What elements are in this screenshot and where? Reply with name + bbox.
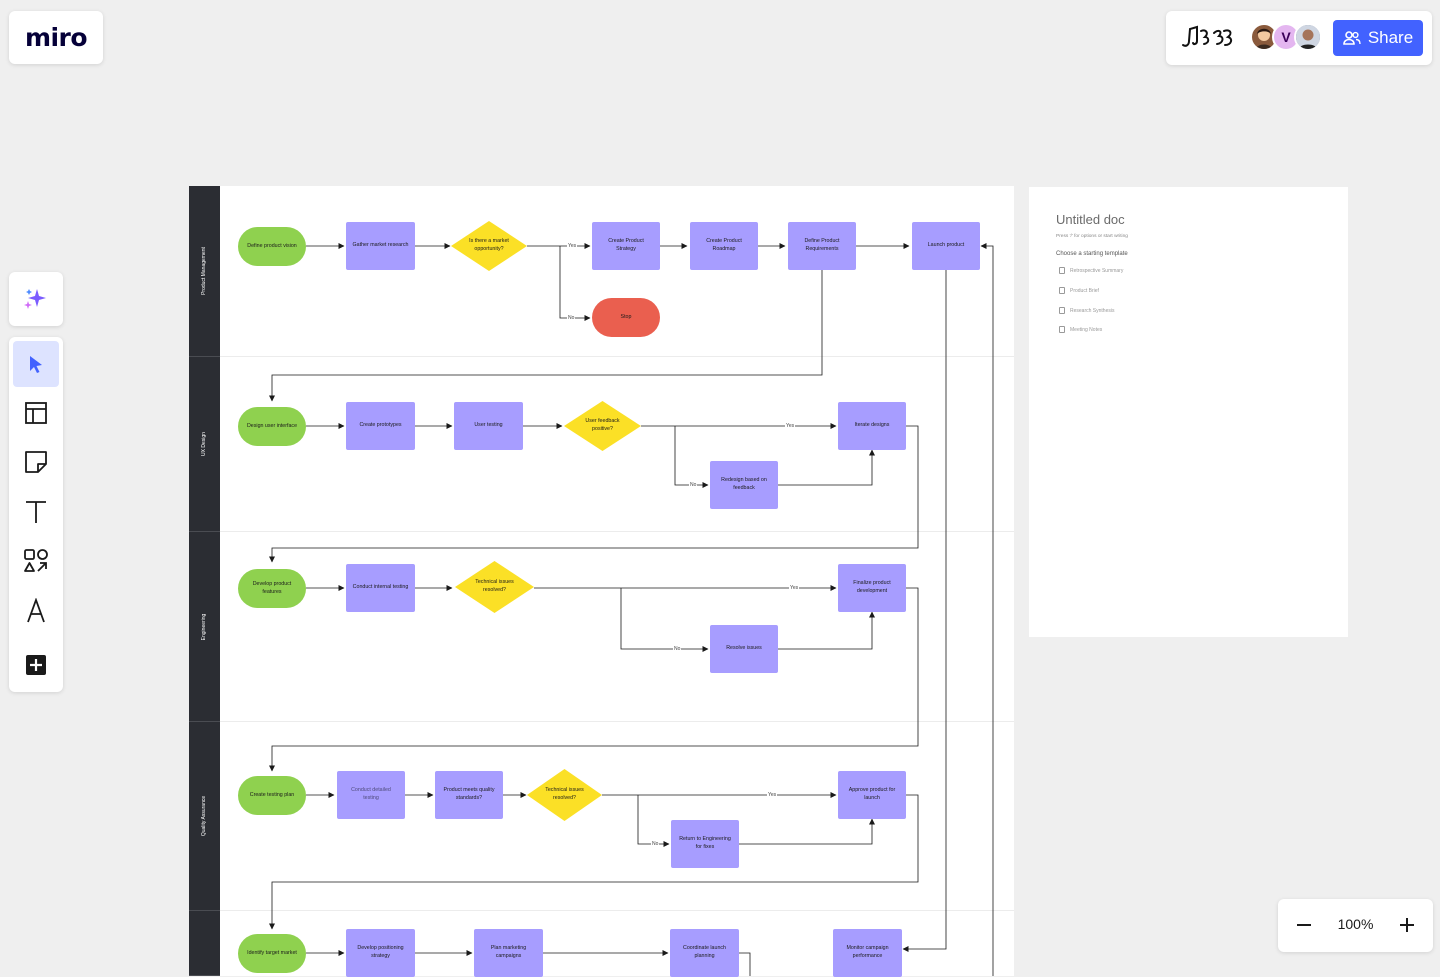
board-signature-icon[interactable]	[1180, 23, 1234, 51]
edge-label-no: No	[651, 841, 660, 847]
plus-icon	[1400, 918, 1414, 932]
shapes-tool[interactable]	[13, 538, 59, 584]
node-develop-product-features[interactable]: Develop product features	[238, 569, 306, 608]
decision-technical-issues-resolved-engineering[interactable]: Technical issues resolved?	[455, 561, 534, 613]
node-develop-positioning-strategy[interactable]: Develop positioning strategy	[346, 929, 415, 977]
node-conduct-internal-testing[interactable]: Conduct internal testing	[346, 564, 415, 612]
edge-label-no: No	[673, 646, 682, 652]
template-option-research-synthesis[interactable]: Research Synthesis	[1059, 307, 1114, 314]
plus-icon	[26, 655, 46, 675]
node-user-testing[interactable]: User testing	[454, 402, 523, 450]
node-coordinate-launch-planning[interactable]: Coordinate launch planning	[670, 929, 739, 977]
lane-header-ux-design: UX Design	[189, 357, 220, 532]
edge-label-yes: Yes	[767, 792, 778, 798]
sticky-note-tool[interactable]	[13, 439, 59, 485]
avatar[interactable]	[1294, 23, 1322, 51]
node-redesign-based-on-feedback[interactable]: Redesign based on feedback	[710, 461, 778, 509]
lane-header-quality-assurance: Quality Assurance	[189, 722, 220, 911]
shapes-icon	[24, 549, 48, 572]
template-option-meeting-notes[interactable]: Meeting Notes	[1059, 326, 1102, 333]
miro-logo: miro	[24, 23, 88, 52]
node-finalize-product-development[interactable]: Finalize product development	[838, 564, 906, 612]
ai-assist-button[interactable]	[9, 272, 63, 326]
node-design-user-interface[interactable]: Design user interface	[238, 407, 306, 446]
node-identify-target-market[interactable]: Identify target market	[238, 934, 306, 973]
node-create-prototypes[interactable]: Create prototypes	[346, 402, 415, 450]
node-product-meets-quality-standards[interactable]: Product meets quality standards?	[435, 771, 503, 819]
text-tool[interactable]	[13, 489, 59, 535]
node-define-product-vision[interactable]: Define product vision	[238, 227, 306, 266]
creation-toolbar	[9, 337, 63, 692]
zoom-in-button[interactable]	[1395, 913, 1419, 937]
lane-header-engineering: Engineering	[189, 532, 220, 722]
users-icon	[1343, 31, 1361, 45]
edge-label-no: No	[689, 482, 698, 488]
doc-title[interactable]: Untitled doc	[1056, 212, 1125, 227]
minus-icon	[1297, 924, 1311, 926]
zoom-out-button[interactable]	[1292, 913, 1316, 937]
share-button[interactable]: Share	[1333, 20, 1423, 56]
text-icon	[26, 501, 46, 523]
node-approve-product-for-launch[interactable]: Approve product for launch	[838, 771, 906, 819]
node-gather-market-research[interactable]: Gather market research	[346, 222, 415, 270]
connectors	[269, 243, 994, 976]
node-iterate-designs[interactable]: Iterate designs	[838, 402, 906, 450]
sticky-note-icon	[25, 451, 47, 473]
template-option-product-brief[interactable]: Product Brief	[1059, 287, 1099, 294]
template-option-retrospective[interactable]: Retrospective Summary	[1059, 267, 1123, 274]
zoom-level[interactable]: 100%	[1337, 916, 1374, 932]
edge-label-yes: Yes	[785, 423, 796, 429]
decision-text: User feedback positive?	[585, 418, 620, 432]
decision-technical-issues-resolved-qa[interactable]: Technical issues resolved?	[527, 769, 602, 821]
node-return-to-engineering[interactable]: Return to Engineering for fixes	[671, 820, 739, 868]
swimlane-flowchart[interactable]: Product Management UX Design Engineering…	[189, 186, 1014, 977]
edge-label-no: No	[567, 315, 576, 321]
zoom-control: 100%	[1278, 899, 1433, 952]
lane-divider	[220, 721, 1014, 722]
collaboration-bar: V Share	[1166, 11, 1432, 65]
node-monitor-campaign-performance[interactable]: Monitor campaign performance	[833, 929, 902, 977]
collaborator-avatars[interactable]: V	[1250, 23, 1328, 53]
cursor-icon	[30, 356, 42, 373]
lane-header-product-management: Product Management	[189, 186, 220, 357]
decision-text: Technical issues resolved?	[545, 787, 584, 801]
node-launch-product[interactable]: Launch product	[912, 222, 980, 270]
document-icon	[1059, 287, 1065, 294]
select-tool[interactable]	[13, 341, 59, 387]
node-conduct-detailed-testing[interactable]: Conduct detailed testing	[337, 771, 405, 819]
node-create-product-strategy[interactable]: Create Product Strategy	[592, 222, 660, 270]
decision-text: Is there a market opportunity?	[469, 238, 509, 252]
sparkle-icon	[24, 289, 46, 309]
document-icon	[1059, 326, 1065, 333]
pen-icon	[27, 598, 45, 623]
edge-label-yes: Yes	[789, 585, 800, 591]
decision-text: Technical issues resolved?	[475, 579, 514, 593]
node-resolve-issues[interactable]: Resolve issues	[710, 625, 778, 673]
pen-tool[interactable]	[13, 588, 59, 634]
node-create-product-roadmap[interactable]: Create Product Roadmap	[690, 222, 758, 270]
node-plan-marketing-campaigns[interactable]: Plan marketing campaigns	[474, 929, 543, 977]
miro-logo-panel[interactable]: miro	[9, 11, 103, 64]
templates-tool[interactable]	[13, 390, 59, 436]
lane-divider	[220, 531, 1014, 532]
doc-choose-template-heading: Choose a starting template	[1056, 251, 1128, 257]
node-stop[interactable]: Stop	[592, 298, 660, 337]
document-icon	[1059, 307, 1065, 314]
decision-user-feedback-positive[interactable]: User feedback positive?	[564, 401, 641, 451]
node-define-product-requirements[interactable]: Define Product Requirements	[788, 222, 856, 270]
doc-hint: Press '/' for options or start writing	[1056, 234, 1128, 239]
decision-market-opportunity[interactable]: Is there a market opportunity?	[451, 221, 527, 271]
lane-divider	[220, 910, 1014, 911]
untitled-doc[interactable]: Untitled doc Press '/' for options or st…	[1029, 187, 1348, 637]
edge-label-yes: Yes	[567, 243, 578, 249]
more-tools-button[interactable]	[13, 642, 59, 688]
node-create-testing-plan[interactable]: Create testing plan	[238, 776, 306, 815]
templates-icon	[25, 402, 47, 424]
document-icon	[1059, 267, 1065, 274]
lane-divider	[220, 356, 1014, 357]
